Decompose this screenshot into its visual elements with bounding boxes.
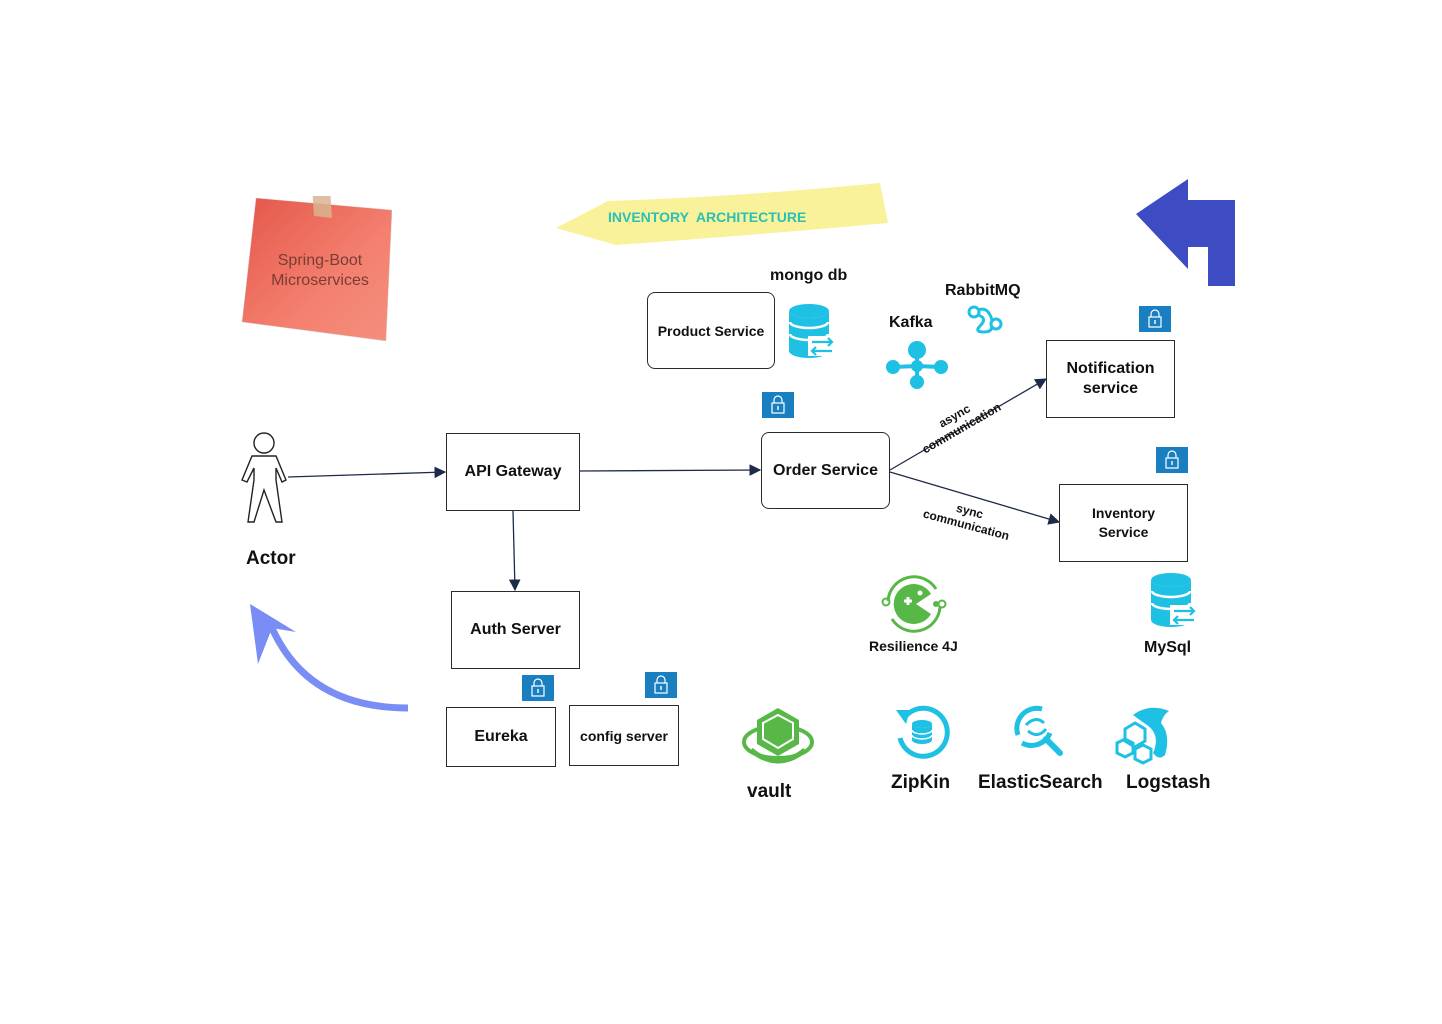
corner-arrow-icon (1136, 179, 1235, 286)
inventory-line2: Service (1098, 524, 1149, 540)
lock-badge-notification (1139, 306, 1171, 332)
vault-label: vault (747, 781, 792, 802)
banner-shape (556, 183, 888, 245)
zipkin-label: ZipKin (891, 772, 951, 793)
product-service-box[interactable]: Product Service (647, 292, 775, 369)
auth-server-box[interactable]: Auth Server (451, 591, 580, 669)
sticky-note-shape (241, 196, 392, 341)
edge-order-notification (889, 378, 1048, 471)
inventory-line1: Inventory (1091, 505, 1155, 521)
logstash-icon (1115, 707, 1169, 765)
zipkin-icon (896, 705, 950, 759)
sticky-note-text: Spring-Boot Microservices (240, 251, 400, 291)
curved-arrow-icon (250, 604, 409, 712)
mysql-database-icon (1150, 573, 1196, 627)
rabbitmq-icon (967, 305, 1003, 334)
mysql-label: MySql (1144, 639, 1192, 656)
mongodb-label: mongo db (770, 267, 848, 284)
lock-icon (531, 678, 545, 697)
api-gateway-box[interactable]: API Gateway (446, 433, 580, 511)
kafka-label: Kafka (889, 314, 933, 331)
elasticsearch-label: ElasticSearch (978, 772, 1103, 793)
actor-figure-icon (241, 432, 287, 523)
lock-badge-inventory (1156, 447, 1188, 473)
resilience-label: Resilience 4J (869, 638, 958, 654)
edge-gateway-order (579, 464, 762, 476)
notification-line2: service (1082, 380, 1139, 397)
config-server-box[interactable]: config server (569, 705, 679, 766)
actor-label: Actor (246, 548, 296, 569)
title-banner: INVENTORY ARCHITECTURE (556, 183, 888, 247)
rabbitmq-label: RabbitMQ (945, 282, 1021, 299)
kafka-icon (886, 341, 948, 389)
sticky-note: Spring-Boot Microservices (240, 196, 392, 341)
lock-icon (1165, 450, 1179, 469)
lock-badge-config (645, 672, 677, 698)
elasticsearch-icon (1014, 705, 1063, 756)
vault-icon (742, 708, 814, 764)
mongodb-database-icon (788, 304, 834, 358)
banner-text: INVENTORY ARCHITECTURE (608, 209, 807, 225)
edge-actor-gateway (287, 466, 447, 479)
sticky-note-line2: Microservices (271, 272, 369, 289)
notification-line1: Notification (1066, 360, 1155, 377)
lock-badge-eureka (522, 675, 554, 701)
lock-badge-order (762, 392, 794, 418)
lock-icon (771, 395, 785, 414)
edge-order-inventory (889, 471, 1061, 525)
edge-gateway-auth (508, 510, 521, 592)
logstash-label: Logstash (1126, 772, 1211, 793)
eureka-box[interactable]: Eureka (446, 707, 556, 767)
order-service-box[interactable]: Order Service (761, 432, 890, 509)
lock-icon (654, 675, 668, 694)
resilience-icon (881, 575, 947, 633)
notification-service-box[interactable]: Notification service (1046, 340, 1175, 418)
sticky-note-line1: Spring-Boot (277, 252, 363, 269)
inventory-service-box[interactable]: Inventory Service (1059, 484, 1188, 562)
lock-icon (1148, 309, 1162, 328)
